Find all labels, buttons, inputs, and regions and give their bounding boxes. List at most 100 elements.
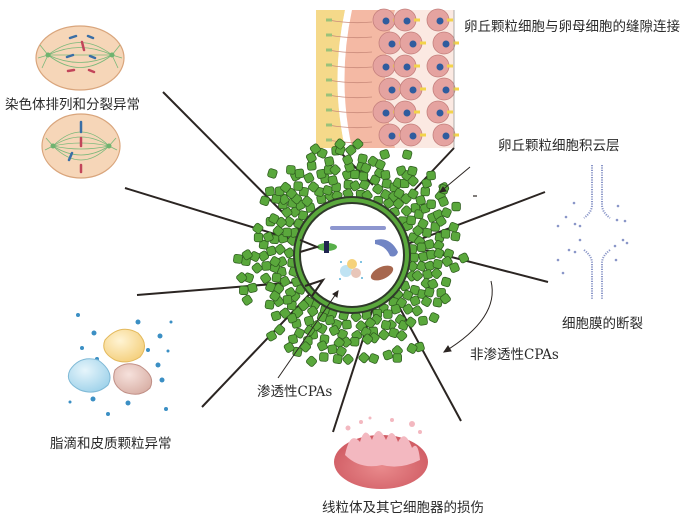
cumulus-cell [342,154,354,166]
cumulus-cell [435,215,447,227]
cumulus-cell [282,227,292,238]
cumulus-cell [406,215,417,226]
cumulus-cell [286,165,296,175]
cumulus-cell [402,303,414,315]
cumulus-cell [396,330,408,342]
cumulus-cell [292,346,303,357]
cumulus-cell [294,168,305,179]
cumulus-cell [274,243,286,255]
cumulus-cell [285,287,296,298]
membrane-rupture-illustration [583,165,611,300]
cumulus-cell [358,171,369,182]
gap-junction-inset [316,8,459,148]
cumulus-cell [364,317,376,329]
cumulus-cell [383,309,393,319]
damaged-mitochondrion-illustration [334,416,428,489]
cumulus-cell [418,315,428,326]
cumulus-cell [360,162,372,174]
cumulus-cell [432,297,443,308]
cumulus-cell [251,262,263,274]
cumulus-cell [345,144,357,156]
cumulus-cell [307,181,319,193]
label-mitochondria-damage: 线粒体及其它细胞器的损伤 [322,500,484,516]
label-chromosome-abnormality: 染色体排列和分裂异常 [5,97,140,113]
cumulus-cell [342,319,352,330]
cumulus-cell [432,258,443,270]
cumulus-cell [266,245,277,257]
cumulus-cell [440,229,451,239]
cumulus-cell [309,143,321,155]
cumulus-cell [406,343,418,354]
cumulus-cell [258,250,270,262]
cumulus-cell [264,299,275,310]
cumulus-cell [426,170,436,181]
cumulus-cell [252,222,264,234]
label-cumulus-layer: 卵丘颗粒细胞积云层 [498,138,620,154]
membrane-debris-dots [556,201,629,275]
cumulus-cell [278,193,290,205]
label-gap-junction: 卵丘颗粒细胞与卵母细胞的缝隙连接 [464,19,680,35]
cumulus-cell [332,354,343,364]
cumulus-cell [349,180,361,192]
non-permeable-cpa-arrow [443,280,493,353]
cumulus-cell [357,153,368,164]
cumulus-cell [378,329,390,341]
cumulus-cell [411,270,423,282]
cumulus-cell [266,330,277,342]
cumulus-cell [441,207,452,218]
cumulus-cell [264,186,275,197]
cumulus-cell [303,315,315,326]
mitochondrion-mini [370,265,394,281]
label-permeable-cpas: 渗透性CPAs [257,384,333,400]
cumulus-cell [293,181,303,191]
cumulus-arrow [439,166,471,193]
cumulus-cell [283,342,295,353]
cumulus-cell [282,294,293,305]
cumulus-cell [380,320,391,331]
cumulus-cell [415,195,426,206]
cumulus-cell [298,210,309,221]
cumulus-cell [267,168,278,179]
cumulus-cell [402,289,414,301]
cumulus-cell [300,341,312,353]
cumulus-cell [421,178,432,189]
cumulus-cell [421,296,432,307]
cumulus-cell [329,164,341,176]
cumulus-cell [258,239,269,250]
cumulus-cell [382,349,394,361]
label-non-permeable-cpas: 非渗透性CPAs [470,347,559,363]
cumulus-cell [327,344,338,355]
cumulus-cell [431,267,443,279]
cumulus-cell [280,181,292,193]
cumulus-cell [279,307,291,319]
cumulus-cell [286,312,298,324]
cumulus-cell [374,159,386,170]
label-lipid-cortical-granule: 脂滴和皮质颗粒异常 [50,436,172,452]
cumulus-cell [319,352,329,362]
cumulus-cell [283,247,295,259]
cumulus-cell [241,294,253,306]
cumulus-cell [409,295,421,307]
cumulus-cell [269,290,281,302]
cumulus-cell [433,248,445,259]
cumulus-cell [392,198,404,210]
cumulus-cell [279,275,291,287]
cumulus-cell [268,213,280,224]
cumulus-cell [305,152,317,163]
cumulus-cell [458,252,470,264]
cumulus-cell [407,175,419,187]
cumulus-cell [422,227,433,238]
permeable-cpa-arrow [277,290,339,379]
cumulus-cell [417,218,429,230]
cumulus-cell [247,282,258,293]
cumulus-cell [270,310,282,322]
cumulus-cell [334,138,346,150]
cumulus-cell [368,353,380,364]
cumulus-cell [317,340,328,352]
cumulus-cell [269,256,281,268]
cumulus-cell [259,195,270,207]
cumulus-cell [430,222,441,232]
cumulus-cell [283,216,295,228]
cumulus-cell [392,353,402,363]
cumulus-cell [439,293,451,305]
